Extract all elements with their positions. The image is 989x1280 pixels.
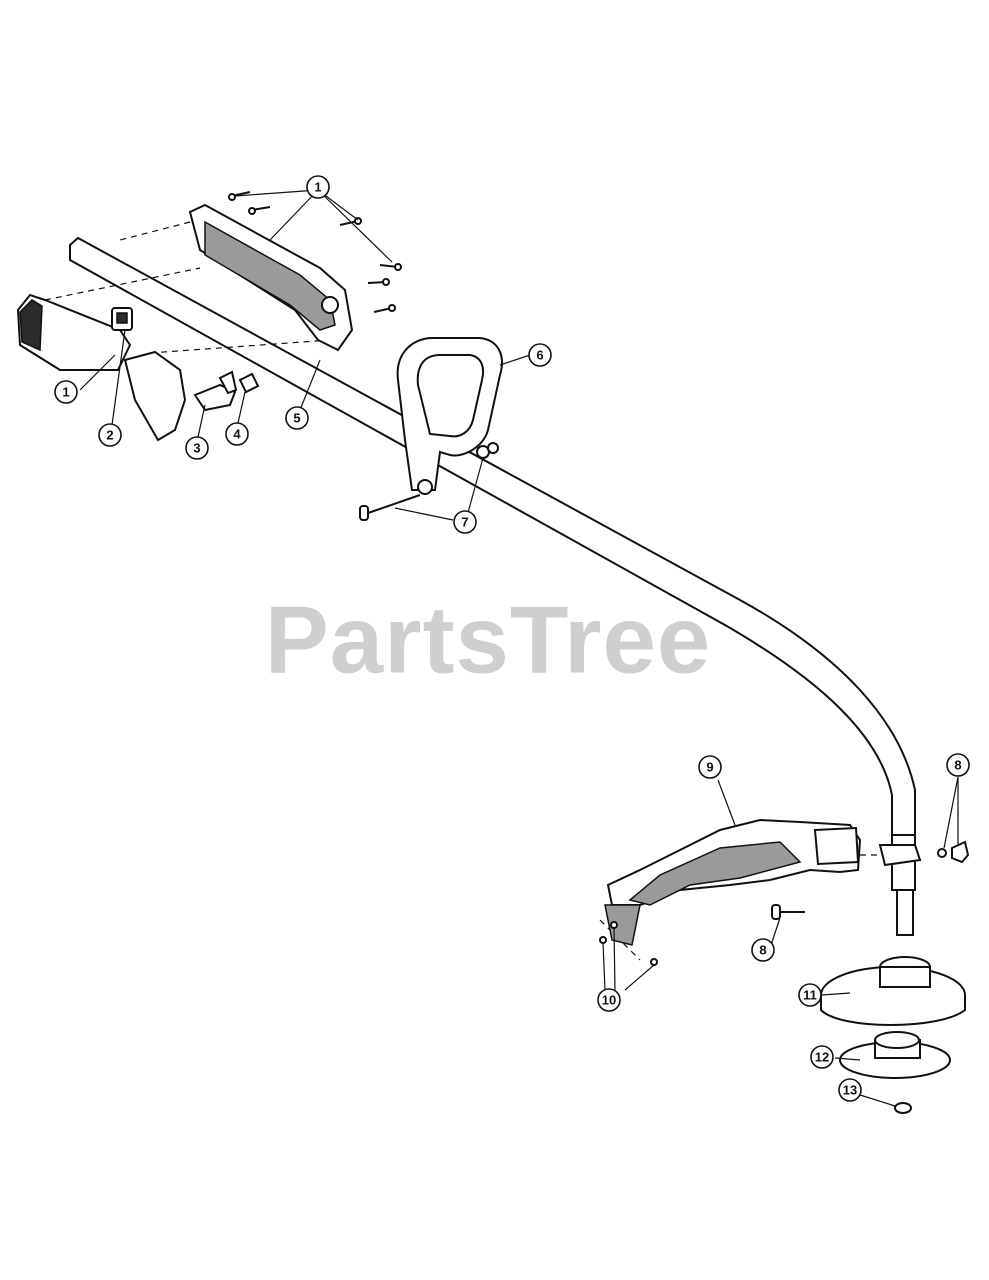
callout-9: 9 xyxy=(698,755,722,779)
lower-housing xyxy=(16,293,132,371)
callout-11-label: 11 xyxy=(803,988,817,1003)
callout-5: 5 xyxy=(285,406,309,430)
housing-screws xyxy=(228,191,402,313)
spool xyxy=(839,1031,951,1079)
callout-7-label: 7 xyxy=(461,515,468,530)
callout-2: 2 xyxy=(98,423,122,447)
callout-8-upper: 8 xyxy=(946,753,970,777)
callout-6-label: 6 xyxy=(536,348,543,363)
callout-11: 11 xyxy=(798,983,822,1007)
callout-4-label: 4 xyxy=(233,427,241,442)
callout-7: 7 xyxy=(453,510,477,534)
callout-13: 13 xyxy=(838,1078,862,1102)
line-cutter xyxy=(599,904,658,966)
assist-handle xyxy=(396,337,503,495)
callout-5-label: 5 xyxy=(293,411,300,426)
callout-12: 12 xyxy=(810,1045,834,1069)
callout-8-lower: 8 xyxy=(751,938,775,962)
leader-lines xyxy=(79,189,959,1107)
callout-12-label: 12 xyxy=(815,1050,829,1065)
callout-8-lower-label: 8 xyxy=(759,943,766,958)
callout-10-label: 10 xyxy=(602,993,616,1008)
callout-1: 1 xyxy=(54,380,78,404)
clamp-wingnut xyxy=(878,840,970,867)
switch xyxy=(111,307,133,331)
spool-housing xyxy=(820,956,966,1026)
callout-3-label: 3 xyxy=(193,441,200,456)
callout-4: 4 xyxy=(225,422,249,446)
handle-bolt xyxy=(359,494,421,521)
callout-9-label: 9 xyxy=(706,760,713,775)
trigger-cover xyxy=(123,350,187,442)
handle-nut xyxy=(476,442,499,459)
callout-6: 6 xyxy=(528,343,552,367)
watermark-text: PartsTree xyxy=(265,587,712,694)
callout-10: 10 xyxy=(597,988,621,1012)
callout-1-label: 1 xyxy=(62,385,69,400)
trigger-lock xyxy=(238,372,260,394)
trigger xyxy=(193,370,238,412)
callout-2-label: 2 xyxy=(106,428,113,443)
callout-8-upper-label: 8 xyxy=(954,758,961,773)
callout-3: 3 xyxy=(185,436,209,460)
callout-1-top: 1 xyxy=(306,175,330,199)
guard-screw xyxy=(771,904,805,920)
callout-13-label: 13 xyxy=(843,1083,857,1098)
callout-1-top-label: 1 xyxy=(314,180,321,195)
upper-housing xyxy=(188,203,354,352)
spool-nut xyxy=(894,1102,912,1114)
guard xyxy=(606,818,862,906)
